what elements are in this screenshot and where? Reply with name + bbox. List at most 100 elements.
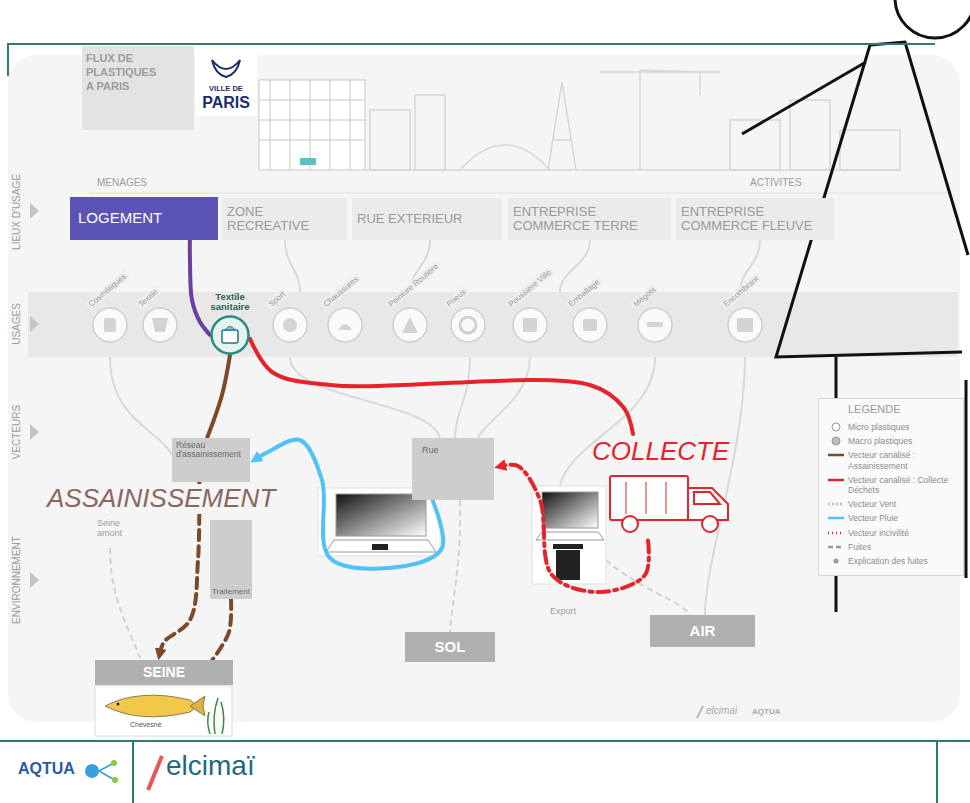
usage-icons (523, 318, 537, 332)
logo-text: elcimaï (166, 750, 255, 782)
usage-circles (143, 308, 177, 342)
faded-flow-lines (110, 240, 760, 615)
logo-marks (697, 706, 703, 718)
legend-sample (828, 479, 844, 482)
littering-icon (536, 532, 604, 540)
faded-flow-lines (560, 240, 590, 292)
node-text: Rue (422, 446, 484, 456)
truck-detail (610, 482, 728, 520)
skyline-sketch (790, 100, 830, 170)
legend-sample (827, 499, 845, 509)
usage-circles (573, 308, 607, 342)
fish-picture (95, 686, 232, 736)
faded-flow-lines (455, 357, 470, 438)
skyline-sketch (415, 95, 445, 170)
faded-flow-lines (705, 357, 745, 615)
node-text: COLLECTE (592, 437, 729, 466)
legend-text: Fuites (848, 542, 958, 552)
legend-entry: Vecteur canalisé : Collecte Déchets (818, 475, 964, 495)
usage-icons (283, 318, 297, 332)
truck-body (610, 476, 688, 520)
faded-leak-lines (110, 548, 140, 658)
legend-sample (828, 531, 844, 534)
legend-text: Vecteur incivilité (848, 528, 958, 538)
logo-text: PARIS (197, 94, 255, 112)
truck-cab (688, 488, 728, 520)
flow-label: Export (548, 606, 578, 616)
usage-circle-ring (212, 316, 249, 353)
usage-icons (104, 318, 116, 332)
vector-box: Réseau d'assainissement (172, 438, 250, 482)
node-text: LOGEMENT (78, 210, 210, 227)
logo-marks (85, 764, 99, 778)
legend-text: Macro plastiques (848, 436, 958, 446)
node-text: SOL (409, 639, 491, 656)
faded-flow-lines (560, 357, 655, 486)
legend-sample (827, 528, 845, 538)
flow-connector (250, 339, 633, 434)
wipe-icon (225, 326, 235, 330)
usage-circles (328, 308, 362, 342)
usage-icons (737, 318, 753, 332)
flow-connector (190, 240, 210, 335)
vector-box: Traitement (210, 520, 252, 599)
usage-icons (152, 318, 168, 332)
legend-list: Micro plastiquesMacro plastiquesVecteur … (818, 422, 964, 570)
legend-title: LEGENDE (848, 403, 901, 416)
flow-title: ASSAINISSEMENT (45, 484, 277, 514)
usage-circles (728, 308, 762, 342)
legend-entry: Vecteur canalisé : Assainissement (818, 450, 964, 470)
logo-marks (112, 777, 118, 783)
fish-picture (208, 698, 224, 734)
species-label: Chevesne (128, 721, 164, 729)
usage-icons (583, 319, 597, 331)
logo-marks (111, 760, 117, 766)
legend-sample (827, 542, 845, 552)
littering-icon (542, 492, 598, 528)
legend-sample (827, 513, 845, 523)
legend-entry: Macro plastiques (818, 436, 964, 446)
panel (90, 193, 950, 194)
legend-sample (828, 545, 844, 548)
node-text: ENTREPRISE COMMERCE FLEUVE (681, 205, 829, 234)
place-box: ENTREPRISE COMMERCE FLEUVE (676, 198, 834, 240)
usage-circles (451, 308, 485, 342)
skyline-sketch (460, 145, 550, 170)
place-box: LOGEMENT (70, 197, 218, 240)
frame (0, 44, 970, 803)
legend-sample (827, 450, 845, 460)
rain-computer-icon (336, 494, 426, 536)
panel (28, 292, 958, 357)
legend-sample (827, 475, 845, 485)
fish-picture (95, 686, 232, 736)
building-sketch (259, 80, 365, 170)
usage-circles (513, 308, 547, 342)
node-text: Réseau d'assainissement (176, 441, 246, 460)
usage-circle-shape (210, 315, 250, 355)
row-label: USAGES (11, 303, 23, 345)
littering-icon (553, 544, 583, 549)
legend-sample (828, 454, 844, 457)
paris-logo (195, 52, 257, 116)
row-label: VECTEURS (11, 405, 23, 459)
node-text: ENTREPRISE COMMERCE TERRE (513, 205, 666, 234)
panel (8, 46, 960, 722)
logo-marks (148, 756, 162, 790)
truck-window (694, 492, 720, 504)
skyline-sketch (548, 82, 576, 170)
stick-figure (895, 0, 970, 38)
vector-box: Rue (412, 438, 494, 500)
environment-box: SEINE (95, 660, 233, 685)
legend-sample (827, 556, 845, 566)
legend-entry: Vecteur Vent (818, 499, 964, 509)
faded-flow-lines (110, 357, 172, 455)
truck-icon (610, 476, 728, 532)
faded-flow-lines (285, 240, 300, 292)
logo-text: VILLE DE (197, 85, 255, 94)
node-text: SEINE (99, 665, 229, 680)
row-label: ENVIRONNEMENT (11, 536, 23, 624)
legend-sample (827, 436, 845, 446)
collect-truck: COLLECTE (588, 434, 738, 541)
rain-computer-icon (372, 544, 388, 550)
skyline-sketch (365, 169, 900, 171)
